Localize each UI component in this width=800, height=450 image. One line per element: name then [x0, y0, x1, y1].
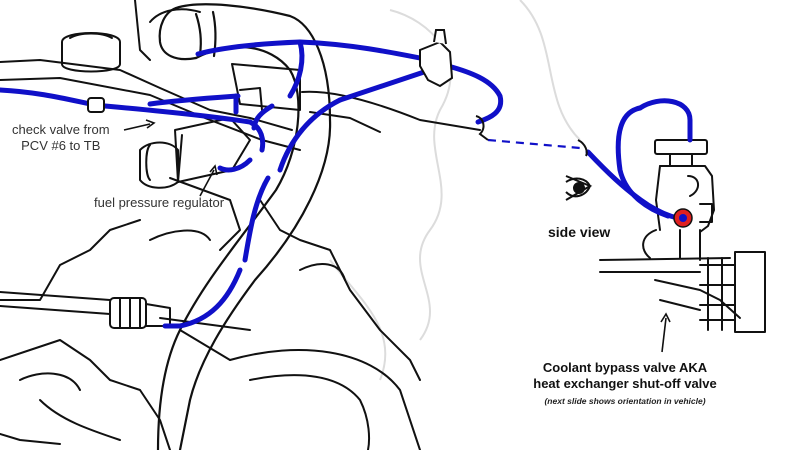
engine-block-outline [0, 0, 481, 450]
coolant-hoses [0, 39, 693, 329]
check-valve-fitting [87, 97, 105, 113]
check-valve-label: check valve from PCV #6 to TB [12, 122, 110, 154]
check-valve-label-line2: PCV #6 to TB [21, 138, 101, 153]
coolant-bypass-label: Coolant bypass valve AKA heat exchanger … [492, 360, 758, 392]
fuel-pressure-regulator-label: fuel pressure regulator [94, 195, 225, 210]
hose-clamp [475, 115, 588, 157]
side-view-eye-icon [565, 175, 593, 201]
dashed-connector [487, 138, 581, 150]
coolant-bypass-label-line2: heat exchanger shut-off valve [533, 376, 717, 391]
pointer-arrows [123, 119, 671, 353]
hose-tee-fitting [419, 29, 454, 88]
check-valve-label-line1: check valve from [12, 122, 110, 137]
intake-pipe [156, 3, 332, 450]
background-watermark [329, 0, 581, 381]
bypass-valve-assembly [599, 139, 766, 333]
orientation-note: (next slide shows orientation in vehicle… [544, 396, 706, 406]
valve-port [673, 208, 693, 228]
coolant-bypass-label-line1: Coolant bypass valve AKA [542, 360, 708, 375]
side-view-label: side view [548, 224, 611, 240]
